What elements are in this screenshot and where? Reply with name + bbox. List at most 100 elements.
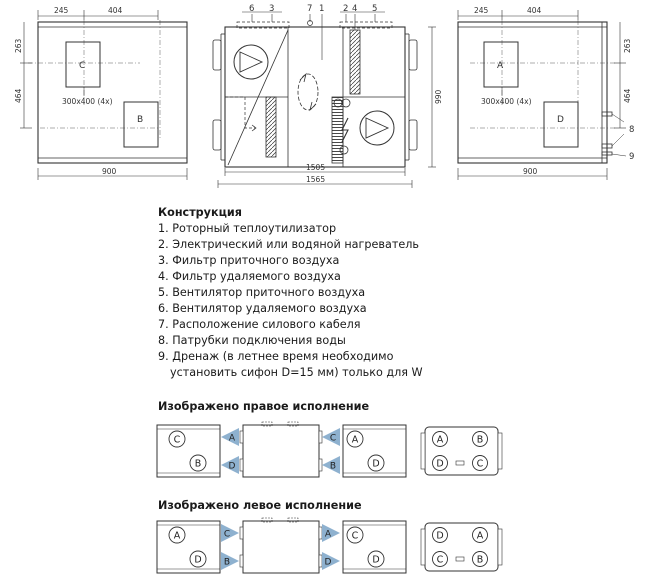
left-housing bbox=[37, 21, 188, 164]
right-opening-a bbox=[483, 41, 519, 88]
right-dim-263: 263 bbox=[623, 38, 632, 53]
center-dim-990: 990 bbox=[434, 89, 443, 104]
legend-item-2: 2. Электрический или водяной нагреватель bbox=[158, 238, 419, 251]
right_version-la-bottom-letter: D bbox=[229, 462, 236, 472]
right-version-caption: Изображено правое исполнение bbox=[158, 400, 370, 413]
right_version-ev-tl-letter: A bbox=[437, 435, 444, 446]
left_version-rp-top-letter: C bbox=[352, 531, 359, 542]
right_version-body-box-1 bbox=[261, 421, 273, 427]
left_version-ev-br-circle bbox=[472, 551, 488, 567]
left_version-lp-top-letter: A bbox=[174, 531, 181, 542]
legend-item-3: 3. Фильтр приточного воздуха bbox=[158, 254, 340, 267]
left_version-lp-bottom-letter: D bbox=[194, 555, 201, 566]
left_version-la-bottom-arrow bbox=[221, 552, 239, 570]
right_version-ra-bottom-letter: B bbox=[330, 462, 336, 472]
legend-item-6: 6. Вентилятор удаляемого воздуха bbox=[158, 302, 367, 315]
left-side-view bbox=[20, 10, 188, 180]
right-filter-size: 300x400 (4x) bbox=[481, 97, 532, 106]
right_version-body bbox=[242, 424, 320, 478]
left-label-b: B bbox=[137, 115, 143, 125]
right_version-rp-bottom-letter: D bbox=[372, 459, 379, 470]
left-dim-245: 245 bbox=[54, 6, 69, 15]
right_version-lp-bottom-letter: B bbox=[195, 459, 202, 470]
left-dim-404: 404 bbox=[108, 6, 123, 15]
callout-8: 8 bbox=[629, 125, 634, 135]
spigot-top-right bbox=[408, 39, 418, 71]
left_version-ev-bl-circle bbox=[432, 551, 448, 567]
right_version-ra-top-letter: C bbox=[330, 434, 336, 444]
right_version-end-view-slot bbox=[455, 460, 465, 466]
fan-exhaust bbox=[233, 44, 269, 80]
left_version-ra-bottom-letter: D bbox=[325, 558, 332, 568]
rotor-exchanger bbox=[297, 73, 319, 111]
diagonal-divider bbox=[227, 29, 289, 166]
left_version-body-box-2 bbox=[287, 517, 299, 523]
legend-item-9: 9. Дренаж (в летнее время необходимо bbox=[158, 350, 394, 363]
right-dim-464: 464 bbox=[623, 88, 632, 103]
left-version-caption: Изображено левое исполнение bbox=[158, 499, 362, 512]
right_version-end-view-flange-r bbox=[497, 432, 503, 470]
spigot-bottom-left bbox=[212, 119, 222, 151]
right_version-body-box-2 bbox=[287, 421, 299, 427]
left_version-la-top-arrow bbox=[221, 524, 239, 542]
left_version-body-spigot-2 bbox=[239, 554, 244, 568]
left_version-rp-bottom-letter: D bbox=[372, 555, 379, 566]
legend-item-9-cont: установить сифон D=15 мм) только для W bbox=[170, 366, 423, 379]
left_version-lp-bottom-circle bbox=[189, 550, 207, 568]
left_version-ev-br-letter: B bbox=[477, 555, 484, 566]
spigot-bottom-right bbox=[408, 119, 418, 151]
right-opening-d bbox=[543, 101, 579, 148]
filter-supply bbox=[265, 96, 277, 158]
left_version-rp-top-circle bbox=[346, 526, 364, 544]
right_version-ev-tr-letter: B bbox=[477, 435, 484, 446]
legend-item-1: 1. Роторный теплоутилизатор bbox=[158, 222, 337, 235]
right-label-d: D bbox=[557, 115, 564, 125]
left_version-end-view-slot bbox=[455, 556, 465, 562]
left-dim-263: 263 bbox=[14, 38, 23, 53]
filter-exhaust bbox=[349, 29, 361, 95]
right-housing bbox=[457, 21, 608, 164]
left_version-la-top-letter: C bbox=[224, 530, 230, 540]
left_version-ra-bottom-arrow bbox=[322, 552, 340, 570]
right_version-la-top-letter: A bbox=[229, 434, 236, 444]
right_version-body-spigot-1 bbox=[239, 430, 244, 444]
left_version-la-bottom-letter: B bbox=[224, 558, 230, 568]
right_version-la-bottom-arrow bbox=[221, 456, 239, 474]
left_version-ev-tl-letter: D bbox=[436, 531, 443, 542]
callout-3: 3 bbox=[269, 4, 274, 14]
left_version-ra-top-arrow bbox=[322, 524, 340, 542]
callout-5: 5 bbox=[372, 4, 377, 14]
legend-item-7: 7. Расположение силового кабеля bbox=[158, 318, 361, 331]
right_version-rp-top-letter: A bbox=[352, 435, 359, 446]
center-plan-view bbox=[212, 11, 436, 188]
spigot-top-left bbox=[212, 39, 222, 71]
callout-7: 7 bbox=[307, 4, 312, 14]
left-filter-size: 300x400 (4x) bbox=[62, 97, 113, 106]
fan-supply bbox=[359, 110, 395, 146]
right-dim-245: 245 bbox=[474, 6, 489, 15]
left_version-ev-bl-letter: C bbox=[437, 555, 444, 566]
callout-6: 6 bbox=[249, 4, 254, 14]
right-side-view bbox=[457, 10, 627, 180]
center-dim-1505: 1505 bbox=[306, 163, 325, 172]
left_version-body bbox=[242, 520, 320, 574]
right_version-ev-bl-circle bbox=[432, 455, 448, 471]
left_version-end-view-flange-r bbox=[497, 528, 503, 566]
construction-legend: Конструкция 1. Роторный теплоутилизатор … bbox=[158, 205, 423, 381]
center-dim-1565: 1565 bbox=[306, 175, 325, 184]
left_version-body-spigot-1 bbox=[239, 526, 244, 540]
right-dim-900: 900 bbox=[523, 167, 538, 176]
left_version-end-view-flange-l bbox=[420, 528, 426, 566]
legend-item-5: 5. Вентилятор приточного воздуха bbox=[158, 286, 366, 299]
right_version-body-spigot-2 bbox=[239, 458, 244, 472]
left_version-body-box-1 bbox=[261, 517, 273, 523]
left_version-lp-top-circle bbox=[168, 526, 186, 544]
right_version-ev-br-circle bbox=[472, 455, 488, 471]
left_version-ev-tr-letter: A bbox=[477, 531, 484, 542]
legend-item-4: 4. Фильтр удаляемого воздуха bbox=[158, 270, 341, 283]
callout-2: 2 bbox=[343, 4, 348, 14]
right_version-rp-bottom-circle bbox=[367, 454, 385, 472]
right_version-ev-tl-circle bbox=[432, 431, 448, 447]
left_version-rp-bottom-circle bbox=[367, 550, 385, 568]
right_version-rp-top-circle bbox=[346, 430, 364, 448]
